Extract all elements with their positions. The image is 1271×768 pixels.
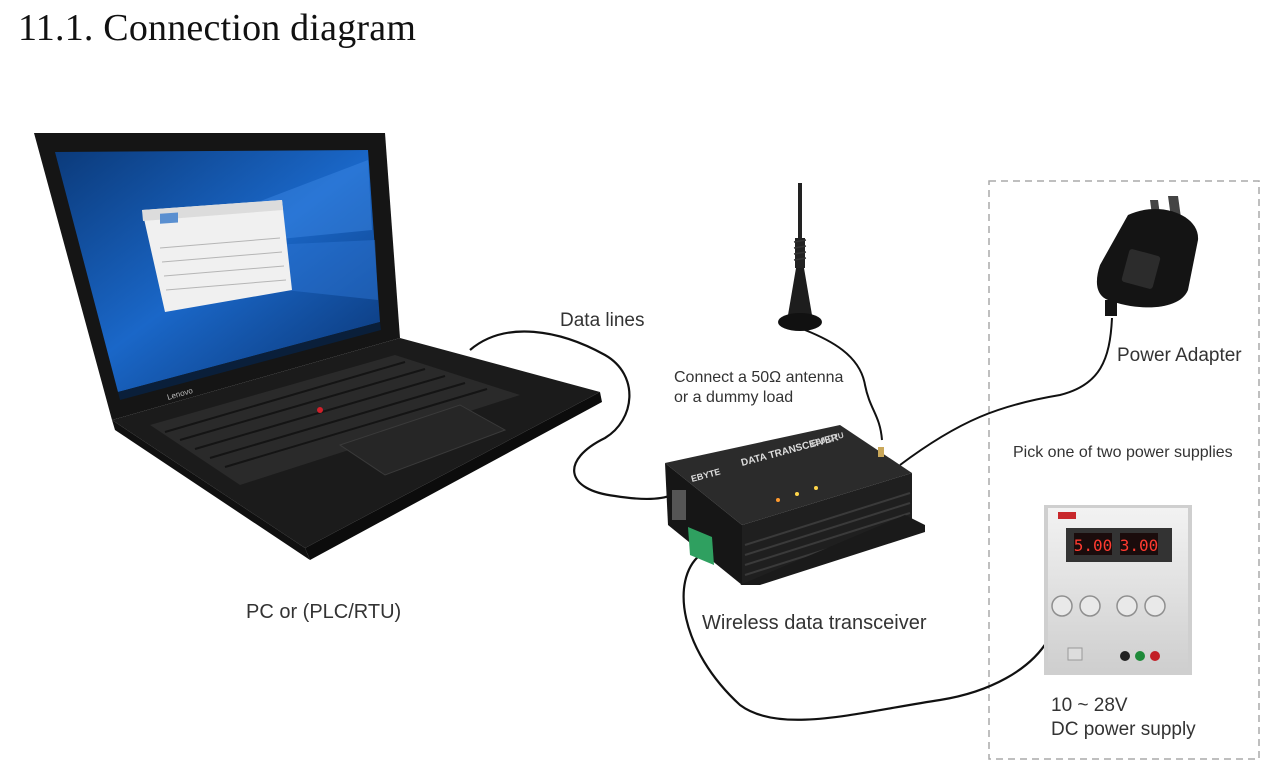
adapter-cable [900,318,1112,465]
data-lines-label: Data lines [560,310,645,332]
laptop: Lenovo [34,133,602,560]
power-adapter-label: Power Adapter [1117,345,1242,367]
trackpoint [317,407,323,413]
antenna-label: Connect a 50Ω antenna or a dummy load [674,368,843,408]
transceiver-label: Wireless data transceiver [702,612,927,635]
psu-knob-1 [1052,596,1072,616]
pick-supply-label: Pick one of two power supplies [1013,444,1233,462]
psu-voltage-readout: 3.00 [1120,536,1159,555]
led-tx [795,492,799,496]
antenna-connector [878,447,884,457]
antenna-label-line1: Connect a 50Ω antenna [674,368,843,388]
transceiver: EBYTE DATA TRANSCEIVER E90-DTU [665,425,925,585]
dc-power-supply: 5.00 3.00 [1044,505,1192,675]
psu-current-readout: 5.00 [1074,536,1113,555]
psu-terminal-green [1135,651,1145,661]
psu-terminal-black [1120,651,1130,661]
led-power [776,498,780,502]
psu-knob-3 [1117,596,1137,616]
pc-label: PC or (PLC/RTU) [246,601,401,624]
serial-port [672,490,686,520]
antenna-label-line2: or a dummy load [674,388,843,408]
antenna [778,183,822,331]
dc-supply-label: 10 ~ 28V DC power supply [1051,694,1196,742]
led-rx [814,486,818,490]
dc-supply-label-line1: 10 ~ 28V [1051,694,1196,718]
psu-knob-2 [1080,596,1100,616]
dc-supply-label-line2: DC power supply [1051,718,1196,742]
psu-knob-4 [1145,596,1165,616]
power-adapter [1097,196,1198,316]
psu-terminal-red [1150,651,1160,661]
